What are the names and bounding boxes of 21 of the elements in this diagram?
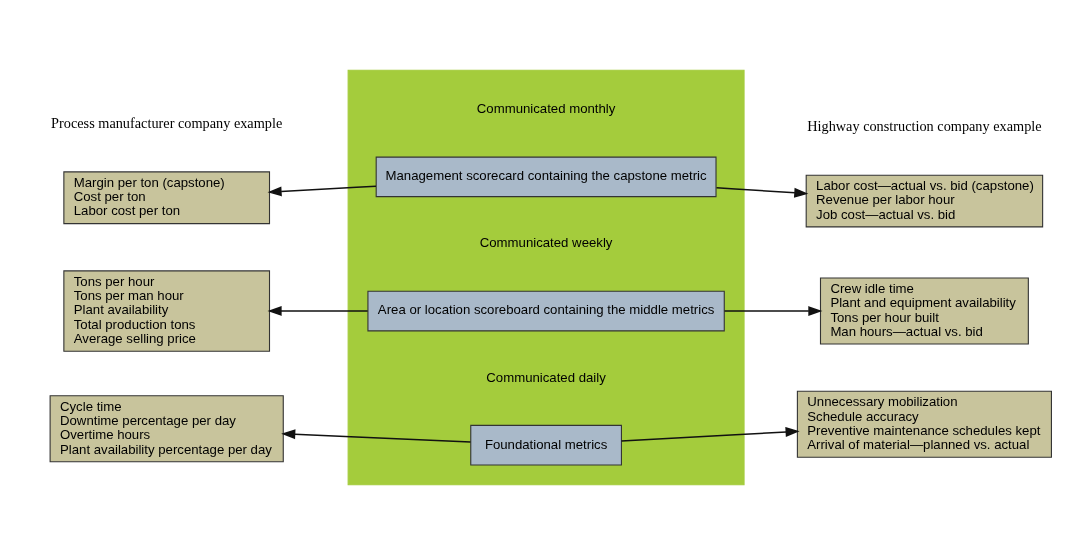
label: Highway construction company example: [807, 118, 1042, 135]
node-label: Communicated daily: [486, 369, 606, 385]
node-label: Communicated weekly: [479, 235, 613, 251]
node-label: Communicated monthly: [476, 101, 616, 117]
arrow: [281, 429, 472, 443]
arrow: [267, 185, 377, 197]
node-box: Margin per ton (capstone) Cost per ton Labor cost per ton: [63, 171, 271, 225]
label: Process manufacturer company example: [51, 114, 283, 131]
arrow: [620, 427, 800, 442]
arrow: [267, 306, 369, 316]
node-box: Labor cost—actual vs. bid (capstone) Revenue per labor hour Job cost—actual vs. bid: [805, 174, 1044, 228]
node-box: Area or location scoreboard containing the middle metrics: [367, 290, 725, 332]
node-box: Management scorecard containing the capstone metric: [375, 156, 717, 198]
arrow: [723, 306, 823, 316]
arrow: [715, 187, 809, 198]
node-box: Unnecessary mobilization Schedule accuracy Preventive maintenance schedules kept Arrival of material—planned vs. actual: [796, 390, 1052, 458]
node-box: Foundational metrics: [470, 424, 622, 466]
node-box: Tons per hour Tons per man hour Plant availability Total production tons Average selling price: [63, 270, 271, 352]
node-box: Crew idle time Plant and equipment availability Tons per hour built Man hours—actual vs. bid: [819, 277, 1029, 345]
node-box: Cycle time Downtime percentage per day Overtime hours Plant availability percentage per day: [49, 395, 284, 463]
cluster: [347, 69, 745, 486]
